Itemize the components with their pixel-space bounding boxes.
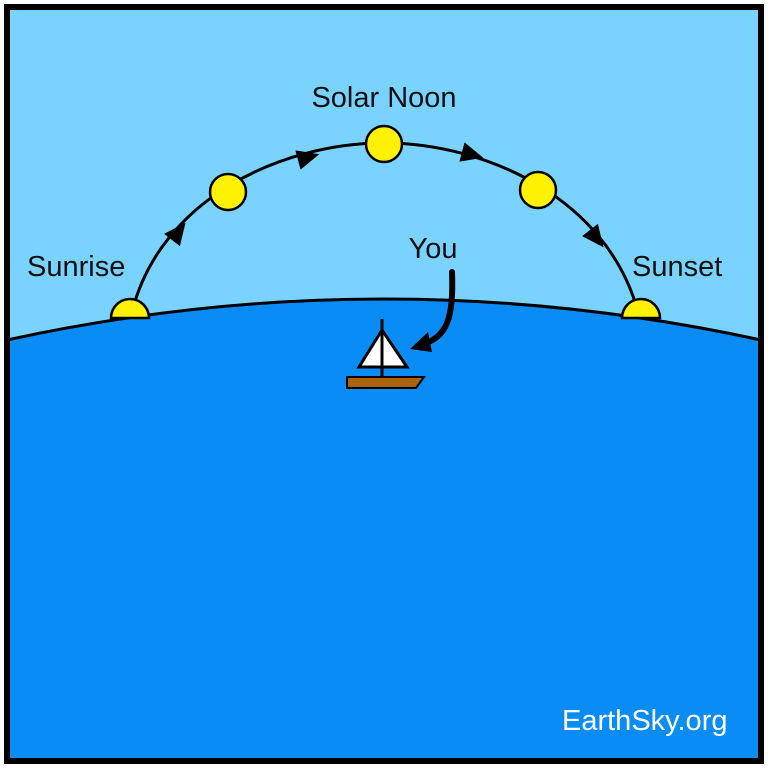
sun-afternoon (518, 170, 558, 210)
sea (7, 299, 761, 761)
suns (109, 124, 662, 320)
sailboat-icon (346, 319, 426, 389)
sunset-label: Sunset (632, 251, 722, 283)
sun-morning (208, 172, 248, 212)
you-pointer-arrow (410, 269, 456, 352)
you-label: You (409, 233, 458, 265)
arrow-icon (582, 223, 604, 248)
arrow-icon (295, 150, 320, 170)
earthsky-watermark: EarthSky.org (562, 705, 727, 737)
sun-sunset (620, 297, 662, 320)
sunrise-label: Sunrise (27, 251, 125, 283)
horizon-line (6, 297, 762, 342)
arrow-icon (164, 222, 186, 247)
sun-solar-noon (364, 124, 404, 164)
solar-noon-label: Solar Noon (311, 82, 456, 114)
arrow-icon (459, 142, 484, 162)
frame-border (4, 4, 764, 764)
sun-sunrise (109, 297, 151, 320)
sun-path-arrows (164, 142, 604, 248)
boat-hull (346, 376, 426, 389)
